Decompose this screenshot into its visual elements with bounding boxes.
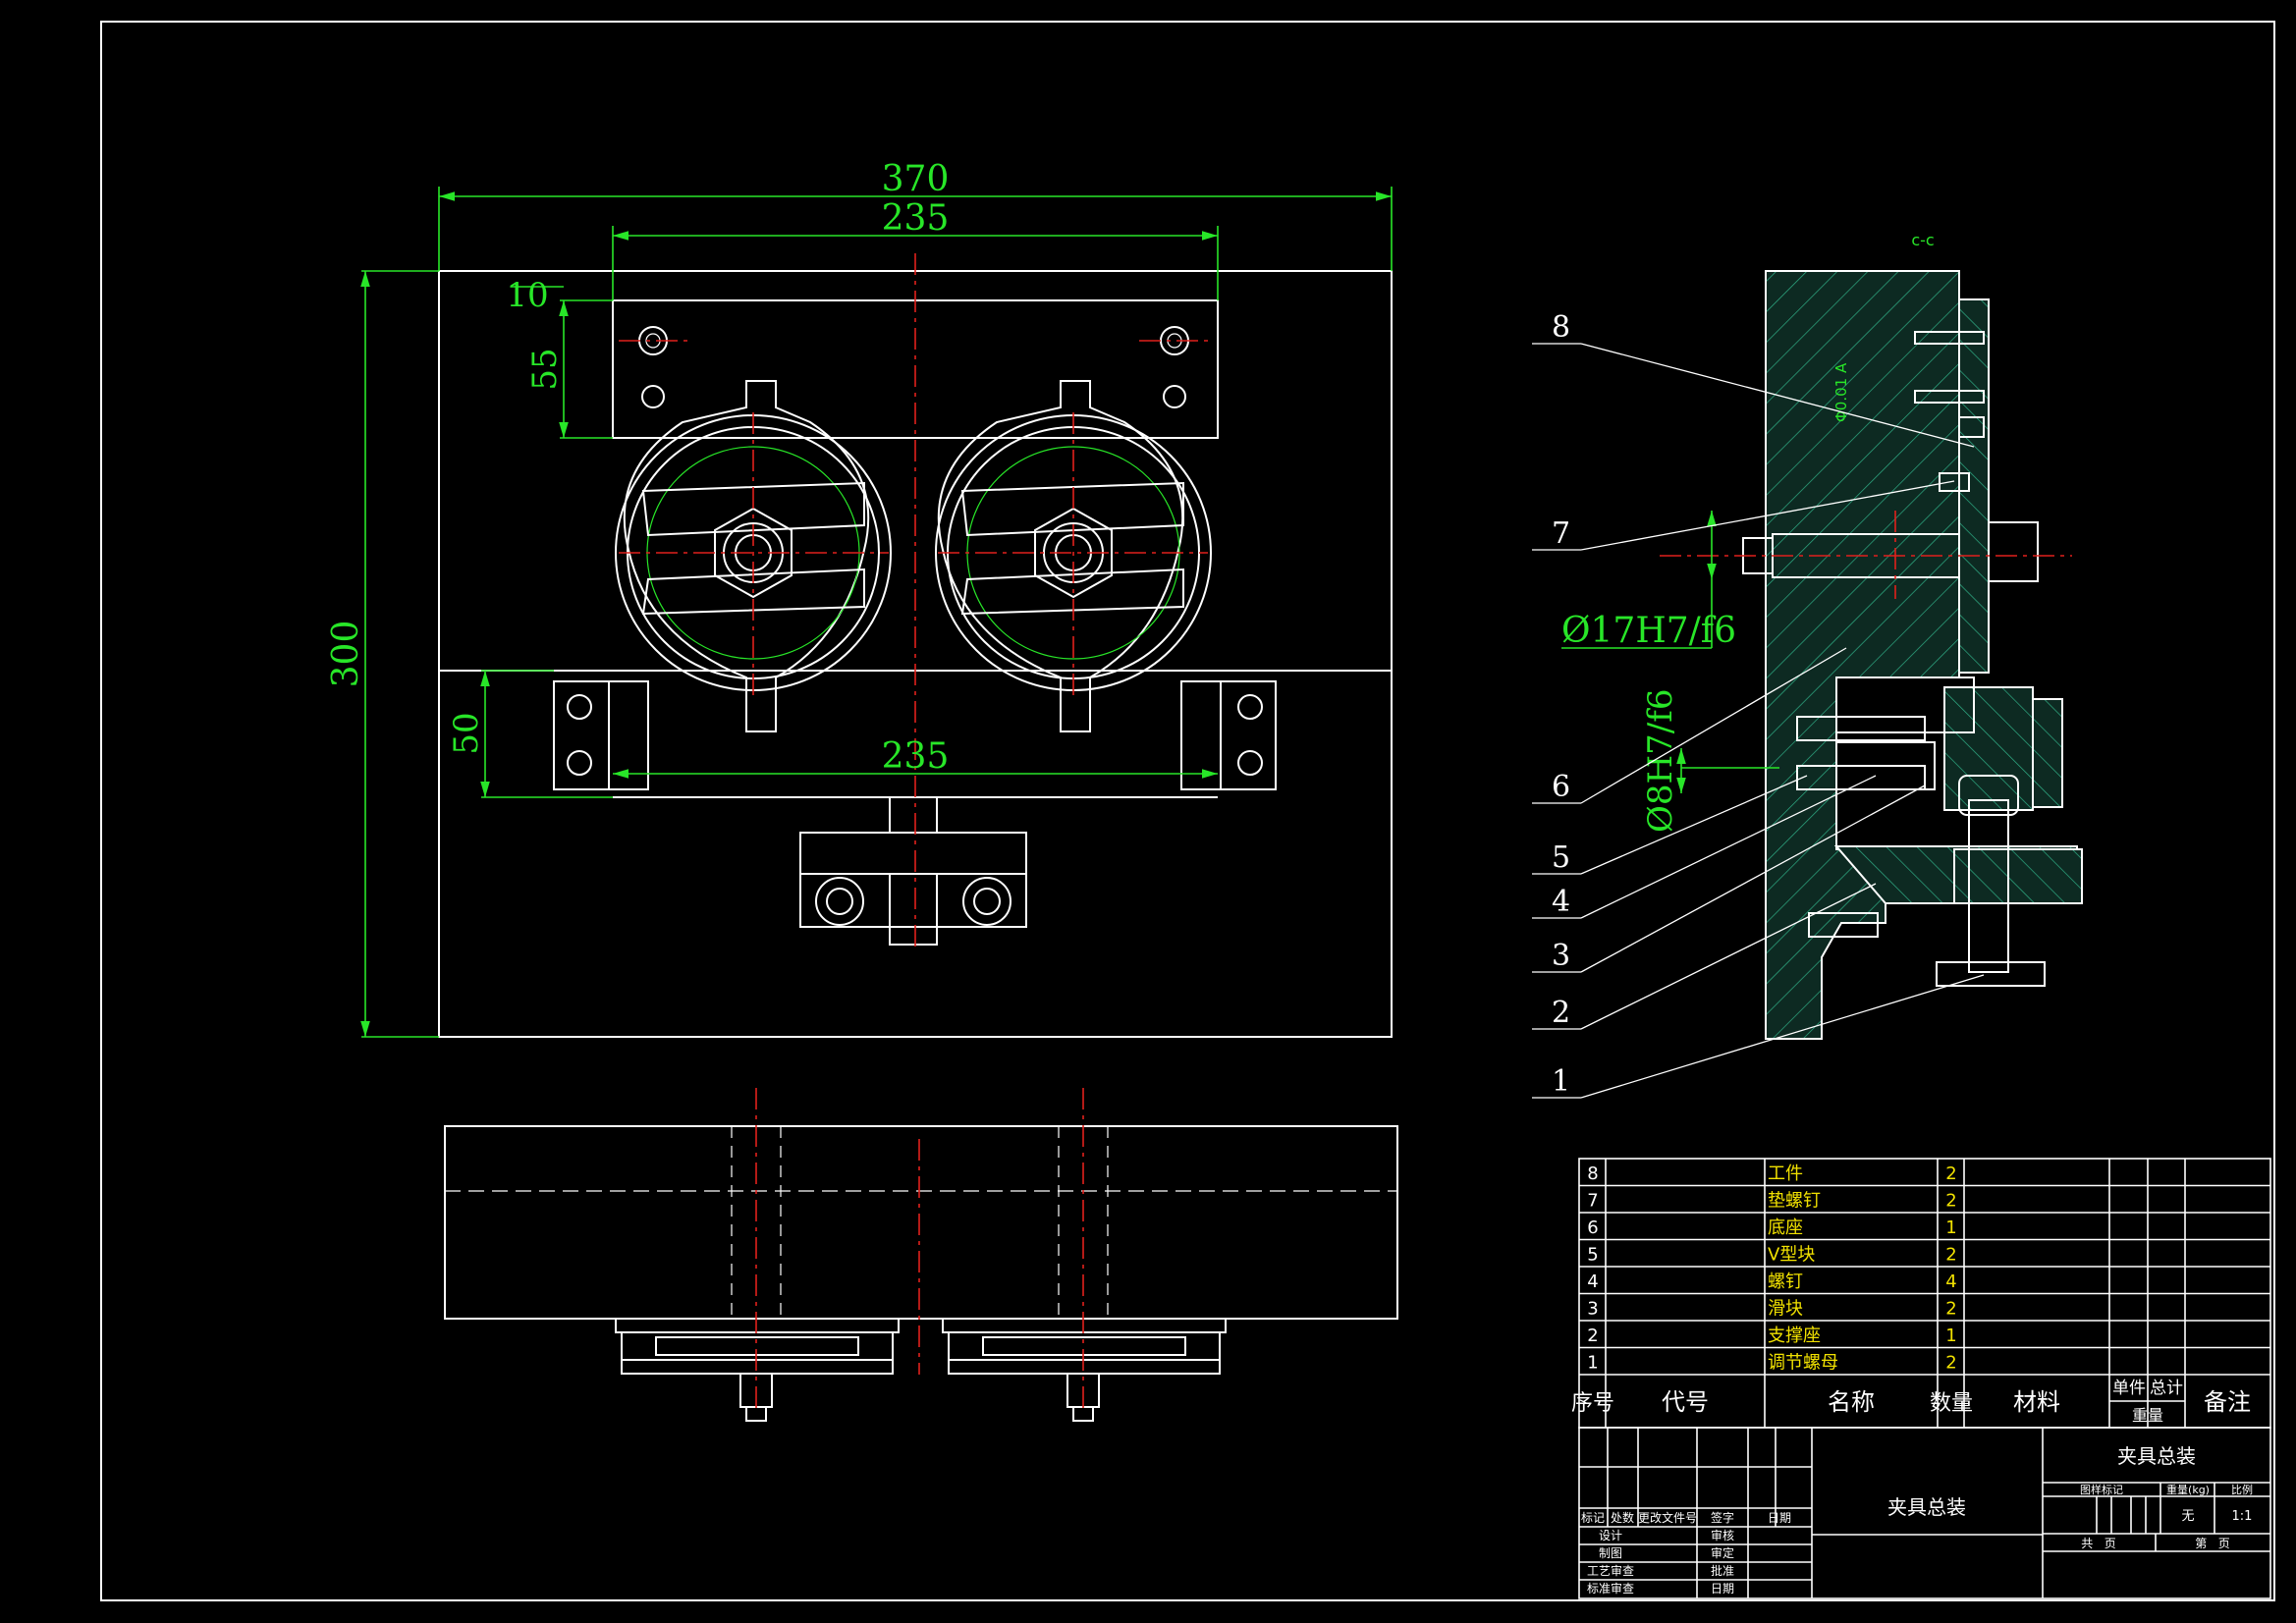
front-dimensions: 370 235 300 55 10 50 235 xyxy=(326,159,1393,1038)
tb-label-date2: 日期 xyxy=(1711,1582,1734,1596)
balloon-leaders: 8 7 6 5 4 3 2 1 xyxy=(1532,310,1985,1099)
tb-label-stage-mark: 图样标记 xyxy=(2080,1483,2123,1496)
dim-overall-width: 370 xyxy=(882,159,950,199)
balloon-3: 3 xyxy=(1552,939,1570,973)
bom-header-name: 名称 xyxy=(1828,1388,1875,1416)
bom-cell-no: 5 xyxy=(1587,1244,1598,1265)
bom-header-qty: 数量 xyxy=(1930,1391,1973,1416)
dim-lower-height: 50 xyxy=(447,712,486,754)
fit-bore-label: Ø17H7/f6 xyxy=(1561,611,1736,651)
bom-cell-name: 工件 xyxy=(1768,1163,1803,1184)
tb-label-count: 处数 xyxy=(1611,1510,1634,1525)
tb-label-drafting: 制图 xyxy=(1599,1546,1622,1560)
dim-top-offset: 10 xyxy=(506,276,548,315)
tb-label-review: 审核 xyxy=(1711,1528,1734,1542)
tb-label-approve-a: 审定 xyxy=(1711,1545,1734,1560)
bom-cell-name: 滑块 xyxy=(1768,1298,1803,1319)
tb-label-mark: 标记 xyxy=(1581,1511,1605,1525)
fit-pin-label: Ø8H7/f6 xyxy=(1641,689,1680,833)
bom-cell-name: V型块 xyxy=(1768,1244,1815,1265)
bottom-view xyxy=(444,1088,1398,1422)
tb-label-design: 设计 xyxy=(1599,1529,1622,1542)
tb-scale-value: 1:1 xyxy=(2232,1509,2253,1524)
bom-cell-no: 8 xyxy=(1587,1163,1598,1184)
bom-header-remark: 备注 xyxy=(2204,1388,2251,1416)
bom-cell-no: 1 xyxy=(1587,1352,1598,1373)
bom-cell-no: 2 xyxy=(1587,1325,1598,1346)
balloon-6: 6 xyxy=(1552,770,1570,804)
bom-cell-no: 3 xyxy=(1587,1298,1598,1319)
front-centerlines xyxy=(619,253,1208,952)
bom-header-material: 材料 xyxy=(2013,1388,2060,1416)
tb-label-sheet-no: 第 页 xyxy=(2195,1537,2229,1550)
balloon-2: 2 xyxy=(1552,996,1570,1030)
section-mark: Φ0.01 A xyxy=(1832,362,1850,422)
bom-table: 8 工件 2 7 垫螺钉 2 6 底座 1 5 V型块 2 4 螺钉 4 3 滑块 2 2 支撑座 1 1 调节螺母 2 序号… xyxy=(1571,1158,2271,1429)
section-view: c-c Φ0.01 A Ø17H7/f6 Ø8H7/f6 xyxy=(1561,231,2083,1040)
bom-cell-name: 调节螺母 xyxy=(1768,1352,1838,1373)
bom-cell-qty: 2 xyxy=(1945,1352,1956,1373)
bom-cell-name: 螺钉 xyxy=(1768,1271,1803,1292)
section-label: c-c xyxy=(1911,231,1934,249)
title-block: 标记 处数 更改文件号 签字 日期 设计 制图 工艺审查 标准审查 审核 审定 … xyxy=(1578,1427,2271,1599)
bom-cell-qty: 4 xyxy=(1945,1271,1956,1292)
dim-plate-width: 235 xyxy=(882,198,950,239)
part-name: 夹具总装 xyxy=(1887,1495,1966,1519)
drawing-title: 夹具总装 xyxy=(2117,1444,2196,1468)
bom-cell-name: 底座 xyxy=(1768,1217,1803,1238)
dim-plate-height: 55 xyxy=(525,348,565,390)
bom-cell-no: 6 xyxy=(1587,1217,1598,1238)
drawing-border xyxy=(100,21,2275,1601)
tb-label-scale: 比例 xyxy=(2231,1483,2253,1496)
tb-label-date: 日期 xyxy=(1768,1511,1791,1525)
tb-label-approve-b: 批准 xyxy=(1711,1563,1734,1578)
bom-header-unit: 单件 xyxy=(2112,1379,2146,1398)
bom-cell-qty: 2 xyxy=(1945,1190,1956,1211)
bom-header-code: 代号 xyxy=(1662,1388,1709,1416)
tb-label-weight: 重量(kg) xyxy=(2166,1483,2210,1496)
top-plate-holes xyxy=(638,326,1189,408)
dim-lower-width: 235 xyxy=(882,736,950,777)
balloon-7: 7 xyxy=(1552,516,1570,551)
bom-cell-name: 支撑座 xyxy=(1768,1325,1821,1346)
tb-label-process: 工艺审查 xyxy=(1587,1563,1634,1578)
tb-label-standard: 标准审查 xyxy=(1587,1581,1634,1596)
dim-overall-height: 300 xyxy=(326,621,366,688)
bom-cell-qty: 2 xyxy=(1945,1298,1956,1319)
bom-cell-name: 垫螺钉 xyxy=(1768,1190,1821,1211)
bom-cell-qty: 1 xyxy=(1945,1325,1956,1346)
tb-label-sign: 签字 xyxy=(1711,1510,1734,1525)
bom-cell-qty: 2 xyxy=(1945,1244,1956,1265)
bom-header-weight: 重量 xyxy=(2132,1406,2163,1425)
bom-header-total: 总计 xyxy=(2150,1379,2183,1398)
bom-header-no: 序号 xyxy=(1571,1391,1614,1416)
bom-cell-qty: 1 xyxy=(1945,1217,1956,1238)
balloon-5: 5 xyxy=(1552,840,1570,875)
balloon-4: 4 xyxy=(1552,885,1570,919)
tb-label-total-sheets: 共 页 xyxy=(2081,1537,2115,1550)
tb-label-change-doc: 更改文件号 xyxy=(1638,1510,1697,1525)
bom-cell-no: 7 xyxy=(1587,1190,1598,1211)
balloon-1: 1 xyxy=(1552,1064,1570,1099)
bom-cell-qty: 2 xyxy=(1945,1163,1956,1184)
tb-weight-value: 无 xyxy=(2181,1509,2194,1524)
bom-cell-no: 4 xyxy=(1587,1271,1598,1292)
front-view: 370 235 300 55 10 50 235 xyxy=(326,159,1393,1038)
balloon-8: 8 xyxy=(1552,310,1570,345)
